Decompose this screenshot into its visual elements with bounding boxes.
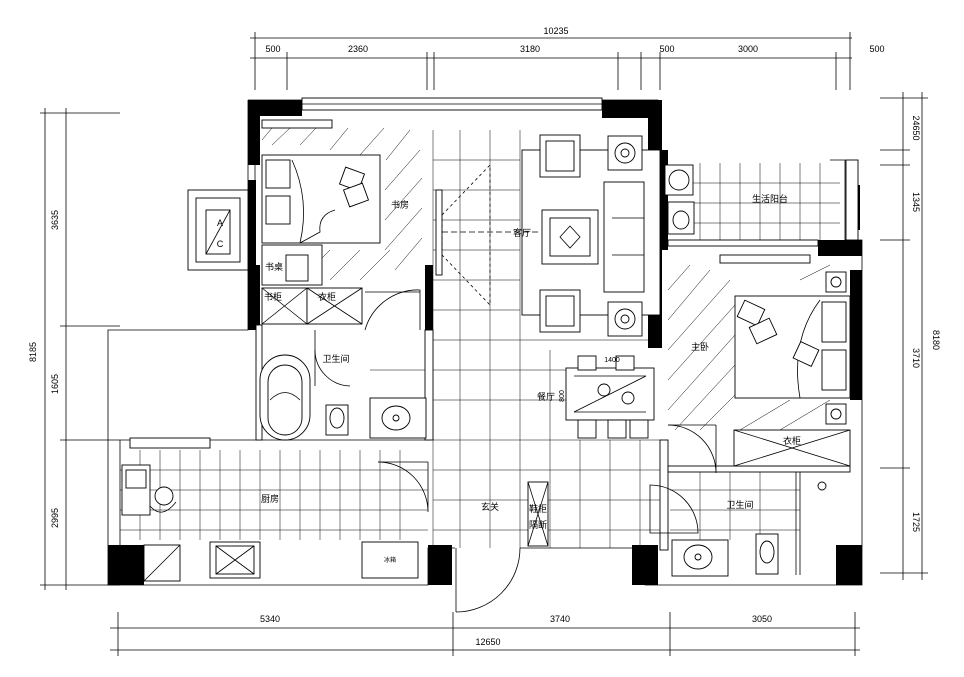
label-kitchen: 厨房 [261,493,279,505]
dim-top-total: 10235 [543,26,568,36]
dim-right-seg-4: 1725 [911,512,921,532]
kitchen-person-icon [154,486,174,506]
kitchen-fixtures [121,461,429,582]
dim-right-seg-2: 1345 [911,192,921,212]
label-balcony: 生活阳台 [752,193,788,205]
bathroom-left-fixtures [259,330,427,441]
label-living-room: 客厅 [513,227,531,239]
living-furniture [435,134,661,337]
ac-label-a: A [217,218,223,228]
dim-right-seg-1: 24650 [911,115,921,140]
dim-bottom-total: 12650 [475,637,500,647]
label-bookcase: 书柜 [264,291,282,303]
bathroom-right-tiles [670,470,800,540]
shower-head [817,481,827,491]
label-dining-room: 餐厅 [537,391,555,403]
label-bathroom-left: 卫生间 [322,353,349,365]
label-fridge: 冰箱 [384,556,396,564]
dim-top-seg-1: 500 [265,44,280,54]
dim-right-total: 8180 [931,330,941,350]
label-study: 书房 [391,199,409,211]
dim-left-seg-3: 2995 [50,508,60,528]
ac-unit: A C [187,189,249,271]
dim-left-total: 8185 [28,342,38,362]
master-bedroom-furniture [667,254,851,474]
dining-furniture [565,355,655,439]
bathroom-right-fixtures [649,472,827,577]
label-desk: 书桌 [265,261,283,273]
dimension-lines [40,32,928,656]
dim-top-seg-3: 3180 [520,44,540,54]
dim-bottom-seg-3: 3050 [752,614,772,624]
label-master-bedroom: 主卧 [691,341,709,353]
tv-cabinet [435,189,443,276]
label-shoe-cabinet: 鞋柜 [529,503,547,515]
dim-left-seg-2: 1605 [50,374,60,394]
wood-floor-hatch [261,127,831,431]
dim-bottom-seg-2: 3740 [550,614,570,624]
study-furniture [261,119,421,331]
label-master-wardrobe: 衣柜 [783,435,801,447]
label-partition: 隔断 [529,519,547,531]
entrance-fixtures [455,481,549,613]
label-study-wardrobe: 衣柜 [318,291,336,303]
dim-left-seg-1: 3635 [50,210,60,230]
dim-bottom-seg-1: 5340 [260,614,280,624]
fridge [361,541,419,579]
dim-top-seg-5: 3000 [738,44,758,54]
sofa [603,181,645,293]
dim-top-seg-4: 500 [659,44,674,54]
dim-top-seg-2: 2360 [348,44,368,54]
label-entrance: 玄关 [481,501,499,513]
balcony-tiles [690,163,840,240]
dim-top-seg-6: 500 [869,44,884,54]
dim-dining-height: 800 [559,390,566,402]
dim-dining-width: 1400 [604,357,620,364]
ac-label-c: C [217,239,224,249]
label-bathroom-right: 卫生间 [726,499,753,511]
balcony-fixtures [664,164,695,235]
dim-right-seg-3: 3710 [911,348,921,368]
